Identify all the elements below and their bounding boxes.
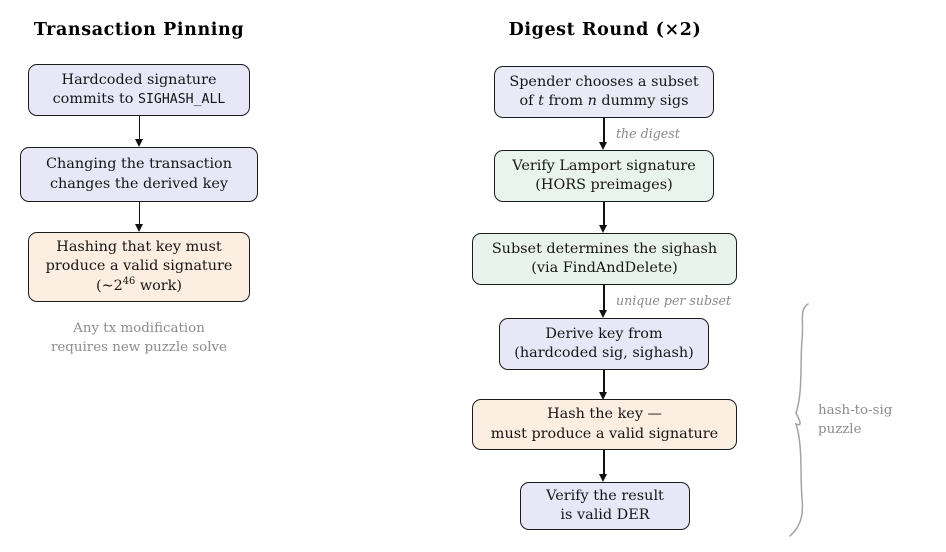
left-caption-line-2: requires new puzzle solve xyxy=(50,339,227,355)
node-verify-lamport-line-2: (HORS preimages) xyxy=(535,177,673,193)
work-base: (∼2 xyxy=(95,277,123,294)
spender-part-tail: dummy sigs xyxy=(596,93,689,109)
work-exponent: 46 xyxy=(122,275,136,287)
var-n: n xyxy=(587,93,597,109)
node-hashing-key-line-3: (∼246 work) xyxy=(95,275,183,296)
spender-part-of: of xyxy=(519,93,539,109)
left-caption-line-1: Any tx modification xyxy=(73,321,205,336)
node-changing-transaction: Changing the transaction changes the der… xyxy=(20,147,258,202)
node-hardcoded-signature: Hardcoded signature commits to SIGHASH_A… xyxy=(28,64,250,116)
column-title-transaction-pinning: Transaction Pinning xyxy=(33,20,245,40)
node-verify-lamport: Verify Lamport signature (HORS preimages… xyxy=(494,150,714,202)
node-derive-key: Derive key from (hardcoded sig, sighash) xyxy=(499,318,709,370)
node-spender-subset-line-1: Spender chooses a subset xyxy=(509,73,699,90)
node-hashing-key: Hashing that key must produce a valid si… xyxy=(28,232,250,302)
brace-label-line-1: hash-to-sig xyxy=(818,403,893,418)
node-verify-der: Verify the result is valid DER xyxy=(520,482,690,530)
node-hardcoded-signature-line-2: commits to SIGHASH_ALL xyxy=(52,91,226,107)
node-hashing-key-line-2: produce a valid signature xyxy=(45,258,233,275)
column-title-digest-round: Digest Round (×2) xyxy=(508,20,702,40)
node-subset-sighash: Subset determines the sighash (via FindA… xyxy=(472,233,737,285)
node-hash-the-key: Hash the key — must produce a valid sign… xyxy=(472,399,737,450)
node-hashing-key-line-1: Hashing that key must xyxy=(56,239,222,256)
var-t: t xyxy=(538,93,544,109)
node-hash-the-key-line-2: must produce a valid signature xyxy=(490,425,719,442)
work-tail: work) xyxy=(135,277,183,294)
hash-to-sig-brace xyxy=(789,303,809,537)
node-derive-key-line-1: Derive key from xyxy=(545,325,663,342)
edge-label-the-digest: the digest xyxy=(616,126,680,141)
edge-label-unique-per-subset: unique per subset xyxy=(616,293,732,308)
node-verify-der-line-1: Verify the result xyxy=(546,487,664,504)
node-verify-lamport-line-1: Verify Lamport signature xyxy=(512,157,696,174)
node-subset-sighash-line-2: (via FindAndDelete) xyxy=(531,260,678,276)
brace-label-line-2: puzzle xyxy=(818,421,862,437)
brace-label-hash-to-sig-puzzle: hash-to-sig puzzle xyxy=(818,402,892,439)
node-hash-the-key-line-1: Hash the key — xyxy=(547,406,662,423)
node-hardcoded-signature-line-1: Hardcoded signature xyxy=(61,71,217,88)
node-verify-der-line-2: is valid DER xyxy=(560,507,650,523)
node-changing-transaction-line-1: Changing the transaction xyxy=(46,156,232,173)
left-column-caption: Any tx modification requires new puzzle … xyxy=(28,320,250,357)
spender-part-from: from xyxy=(543,93,588,109)
node-subset-sighash-line-1: Subset determines the sighash xyxy=(491,240,718,257)
node-spender-subset: Spender chooses a subset of t from n dum… xyxy=(494,66,714,118)
sighash-all-code: SIGHASH_ALL xyxy=(138,92,226,107)
node-spender-subset-line-2: of t from n dummy sigs xyxy=(520,92,689,111)
node-changing-transaction-line-2: changes the derived key xyxy=(49,175,228,192)
node-derive-key-line-2: (hardcoded sig, sighash) xyxy=(514,345,694,361)
